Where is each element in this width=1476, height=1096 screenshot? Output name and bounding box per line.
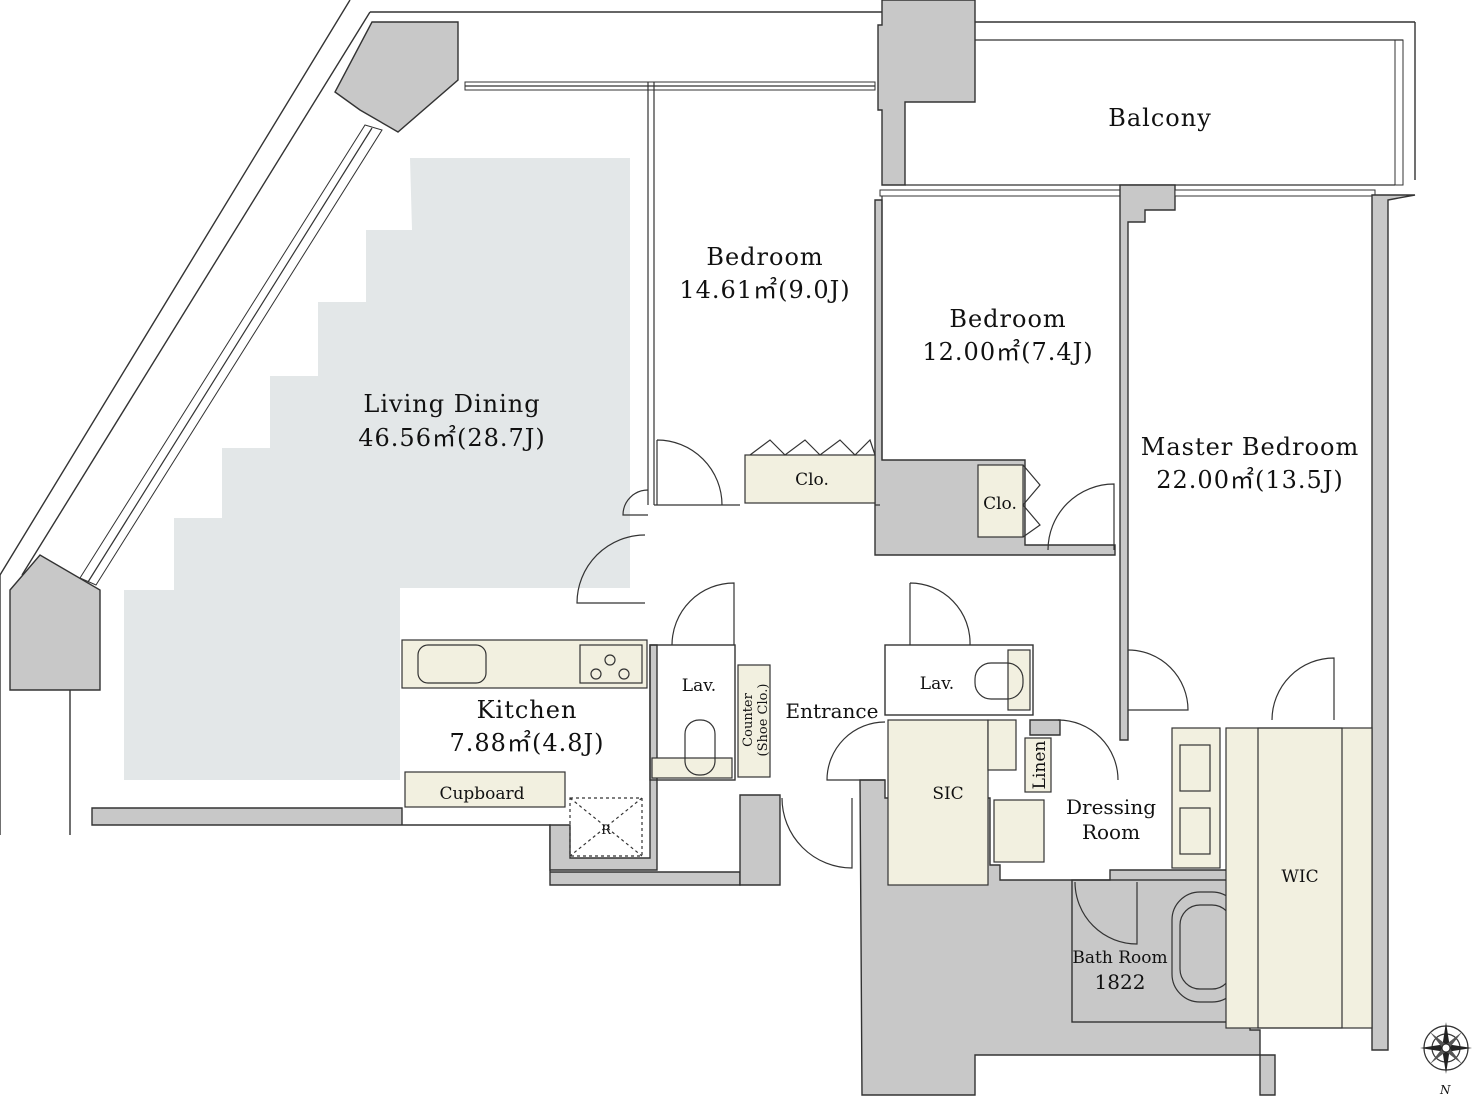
cupboard [404,771,566,808]
dressing-cabinets [993,727,1221,869]
compass-north-label: N [1439,1083,1451,1096]
kitchen-label: Kitchen [477,696,578,724]
sic-storage [887,719,1017,886]
entrance-label: Entrance [786,699,879,723]
counter-label: Counter [741,692,756,746]
linen-closet [1024,737,1052,793]
bedroom1-label: Bedroom [706,243,823,271]
compass-icon [1420,1022,1472,1074]
bath-room-label: Bath Room [1072,948,1167,968]
balcony-label: Balcony [1108,104,1212,132]
bedroom2-label: Bedroom [949,305,1066,333]
kitchen-area: 7.88㎡(4.8J) [450,729,605,757]
living-dining-area: 46.56㎡(28.7J) [358,424,546,452]
door-swings [576,438,1335,945]
closets [744,454,1024,538]
outer-facade-lines [0,0,1416,835]
shoe-closet-label: (Shoe Clo.) [756,684,771,757]
walk-in-closet [1225,727,1373,1029]
north-walls [464,0,976,505]
dressing-room-label-1: Dressing [1066,795,1156,819]
lavatory-2 [884,644,1034,716]
master-bedroom-area: 22.00㎡(13.5J) [1156,466,1344,494]
cupboard-label: Cupboard [439,784,524,804]
diagonal-window-wall [9,21,459,691]
dressing-room-label-2: Room [1082,820,1140,844]
linen-label: Linen [1030,741,1050,790]
living-floor-hatch [124,158,630,780]
fridge [569,797,643,857]
lav2-label: Lav. [920,674,954,694]
shoe-closet [737,664,771,778]
living-dining-label: Living Dining [363,390,540,418]
wic-label: WIC [1281,867,1318,887]
bedroom1-area: 14.61㎡(9.0J) [679,276,850,304]
kitchen-counter [401,639,648,689]
lav1-label: Lav. [682,676,716,696]
bedroom2-area: 12.00㎡(7.4J) [922,338,1093,366]
sic-label: SIC [932,784,963,804]
closet2-label: Clo. [983,494,1017,514]
closet1-label: Clo. [795,470,829,490]
master-bedroom-label: Master Bedroom [1141,433,1359,461]
fridge-label: R [601,823,612,838]
bath-room-size: 1822 [1095,970,1146,994]
lavatory-1 [649,644,736,781]
